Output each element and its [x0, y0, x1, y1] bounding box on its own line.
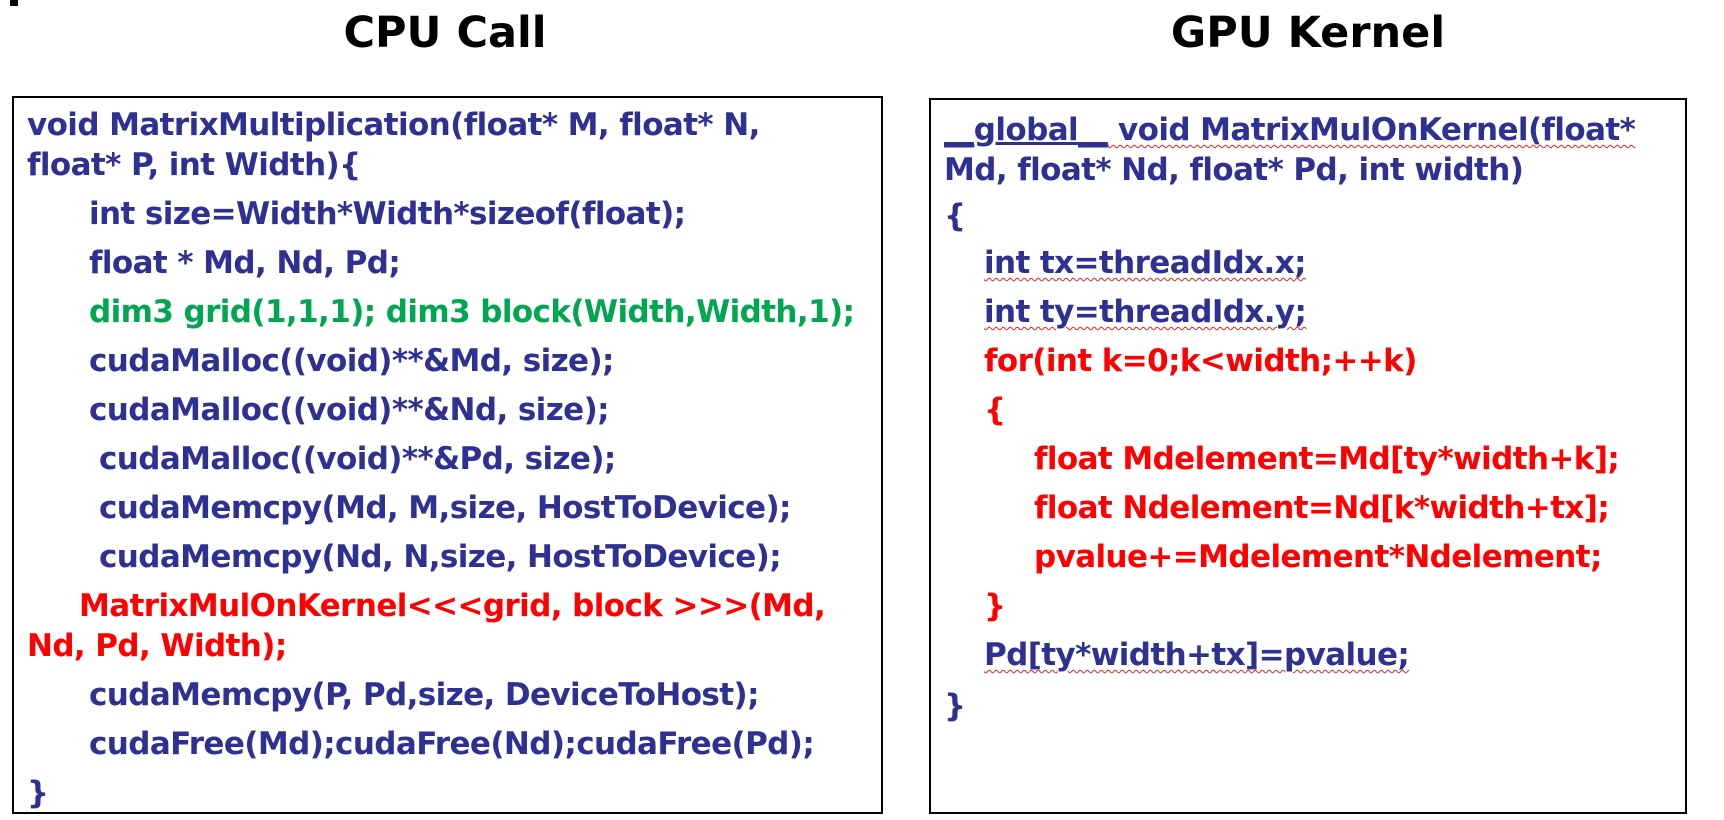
gpu-code-line: Pd[ty*width+tx]=pvalue;: [984, 637, 1410, 673]
corner-mark: [10, 0, 18, 6]
gpu-code-line: }: [944, 688, 966, 724]
cpu-call-heading: CPU Call: [343, 8, 547, 58]
gpu-kernel-code-panel: __global__ void MatrixMulOnKernel(float*…: [929, 98, 1687, 814]
cpu-code-line: cudaMemcpy(Md, M,size, HostToDevice);: [99, 490, 791, 526]
cpu-code-line: Nd, Pd, Width);: [27, 628, 287, 664]
global-qualifier: __global__: [944, 112, 1108, 148]
gpu-code-line: float Ndelement=Nd[k*width+tx];: [1034, 490, 1610, 526]
gpu-code-line: {: [944, 198, 966, 234]
gpu-code-line: Md, float* Nd, float* Pd, int width): [944, 152, 1524, 188]
gpu-code-line: float Mdelement=Md[ty*width+k];: [1034, 441, 1620, 477]
cpu-code-line: float* P, int Width){: [27, 147, 361, 183]
cpu-code-line: cudaMalloc((void)**&Md, size);: [89, 343, 614, 379]
gpu-code-line: __global__ void MatrixMulOnKernel(float*: [944, 112, 1636, 149]
gpu-code-line: for(int k=0;k<width;++k): [984, 343, 1417, 379]
cpu-code-line: cudaMemcpy(P, Pd,size, DeviceToHost);: [89, 677, 759, 713]
kernel-signature: void MatrixMulOnKernel(float*: [1107, 112, 1636, 148]
gpu-code-line: int tx=threadIdx.x;: [984, 245, 1307, 281]
cpu-code-line: cudaMalloc((void)**&Pd, size);: [99, 441, 616, 477]
gpu-kernel-heading: GPU Kernel: [1170, 8, 1446, 58]
gpu-code-line: int ty=threadIdx.y;: [984, 294, 1307, 330]
cpu-code-line: float * Md, Nd, Pd;: [89, 245, 401, 281]
cpu-code-line: cudaMemcpy(Nd, N,size, HostToDevice);: [99, 539, 782, 575]
gpu-code-line: pvalue+=Mdelement*Ndelement;: [1034, 539, 1602, 575]
gpu-code-line: }: [984, 588, 1006, 624]
cpu-code-line: void MatrixMultiplication(float* M, floa…: [27, 107, 760, 143]
cpu-code-line: cudaFree(Md);cudaFree(Nd);cudaFree(Pd);: [89, 726, 815, 762]
gpu-code-line: {: [984, 392, 1006, 428]
cpu-code-line: cudaMalloc((void)**&Nd, size);: [89, 392, 610, 428]
cpu-code-line: }: [27, 775, 49, 811]
cpu-call-code-panel: void MatrixMultiplication(float* M, floa…: [12, 96, 883, 814]
cpu-code-line: int size=Width*Width*sizeof(float);: [89, 196, 686, 232]
cpu-code-line: dim3 grid(1,1,1); dim3 block(Width,Width…: [89, 294, 855, 330]
cpu-code-line: MatrixMulOnKernel<<<grid, block >>>(Md,: [79, 588, 826, 624]
